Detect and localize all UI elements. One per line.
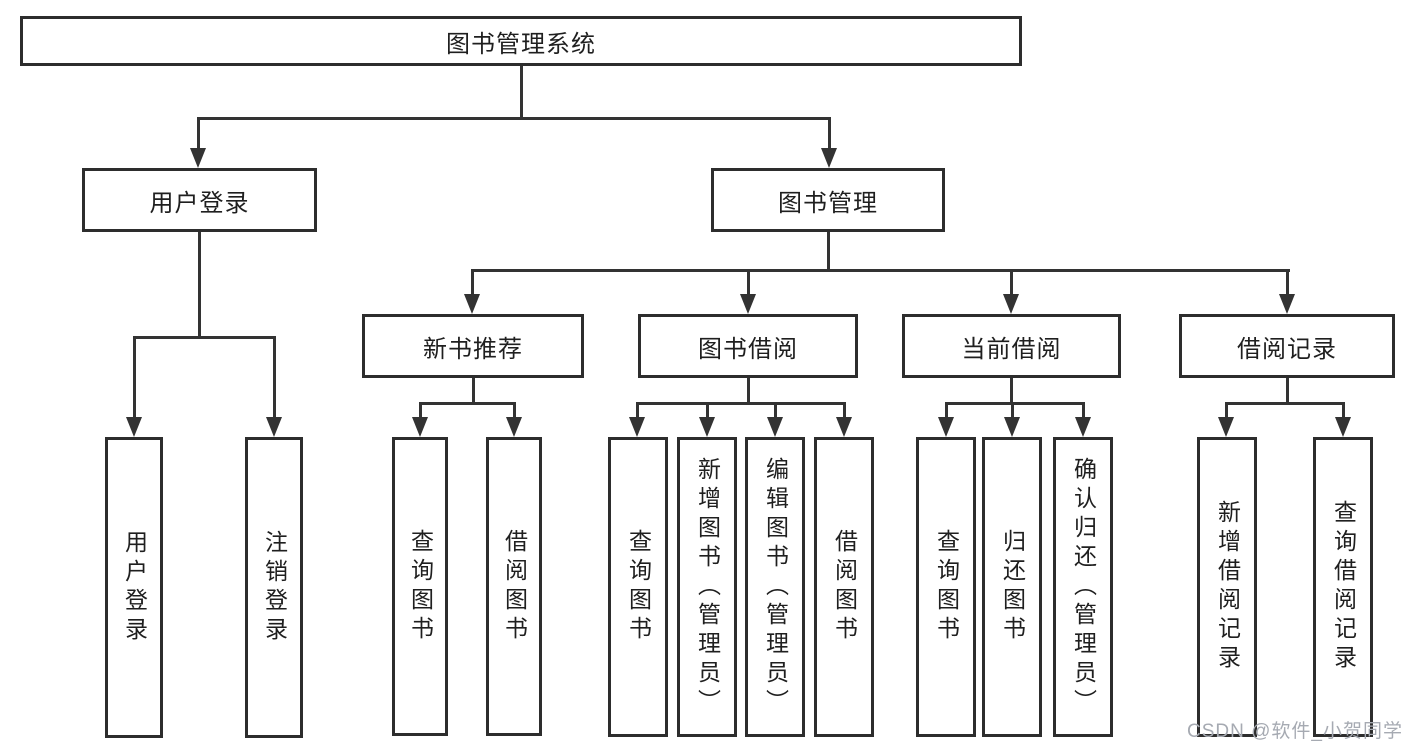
node-leaf-borrow-book: 借阅图书 (814, 437, 874, 737)
connector-line (520, 66, 523, 117)
arrow-down-icon (740, 294, 756, 314)
connector-line (706, 402, 709, 417)
connector-line (1286, 269, 1289, 294)
csdn-watermark: CSDN @软件_小贺同学 (1187, 721, 1403, 742)
arrow-down-icon (126, 417, 142, 437)
node-book-management-label: 图书管理 (778, 189, 878, 217)
arrow-down-icon (190, 148, 206, 168)
node-leaf-edit-book-admin-label: 编辑图书（管理员） (762, 456, 789, 718)
node-current-borrow-label: 当前借阅 (961, 335, 1062, 363)
arrow-down-icon (1003, 294, 1019, 314)
connector-line (774, 402, 777, 417)
node-leaf-add-book-admin: 新增图书（管理员） (677, 437, 737, 737)
node-leaf-query-book-borrow: 查询图书 (608, 437, 668, 737)
connector-line (636, 402, 846, 405)
node-new-book-recommend: 新书推荐 (362, 314, 584, 378)
node-root: 图书管理系统 (20, 16, 1022, 66)
arrow-down-icon (938, 417, 954, 437)
node-leaf-user-login-label: 用户登录 (121, 529, 148, 646)
arrow-down-icon (1335, 417, 1351, 437)
node-book-borrow: 图书借阅 (638, 314, 858, 378)
node-book-borrow-label: 图书借阅 (698, 335, 798, 363)
node-leaf-edit-book-admin: 编辑图书（管理员） (745, 437, 805, 737)
arrow-down-icon (1075, 417, 1091, 437)
node-borrow-record: 借阅记录 (1179, 314, 1395, 378)
connector-line (1342, 402, 1345, 417)
arrow-down-icon (464, 294, 480, 314)
arrow-down-icon (699, 417, 715, 437)
connector-line (747, 269, 750, 294)
arrow-down-icon (836, 417, 852, 437)
connector-line (1225, 402, 1228, 417)
connector-line (1010, 269, 1013, 294)
node-leaf-borrow-book-label: 借阅图书 (831, 529, 858, 645)
connector-line (1082, 402, 1085, 417)
node-leaf-borrow-book-recommend-label: 借阅图书 (501, 528, 528, 645)
node-leaf-logout-label: 注销登录 (261, 529, 288, 646)
node-leaf-logout: 注销登录 (245, 437, 303, 738)
node-book-management: 图书管理 (711, 168, 945, 232)
connector-line (827, 232, 830, 272)
node-leaf-add-borrow-record-label: 新增借阅记录 (1214, 500, 1241, 674)
connector-line (513, 402, 516, 417)
node-leaf-query-book-recommend: 查询图书 (392, 437, 448, 736)
node-leaf-user-login: 用户登录 (105, 437, 163, 738)
node-leaf-confirm-return-admin-label: 确认归还（管理员） (1070, 456, 1097, 718)
node-leaf-query-current-borrow-label: 查询图书 (933, 529, 960, 645)
node-leaf-add-book-admin-label: 新增图书（管理员） (694, 456, 721, 718)
node-user-login-label: 用户登录 (149, 189, 250, 217)
connector-line (747, 378, 750, 405)
node-leaf-query-borrow-record: 查询借阅记录 (1313, 437, 1373, 737)
node-leaf-confirm-return-admin: 确认归还（管理员） (1053, 437, 1113, 737)
connector-line (419, 402, 516, 405)
node-current-borrow: 当前借阅 (902, 314, 1121, 378)
arrow-down-icon (821, 148, 837, 168)
node-borrow-record-label: 借阅记录 (1237, 335, 1337, 363)
arrow-down-icon (506, 417, 522, 437)
node-leaf-return-book: 归还图书 (982, 437, 1042, 737)
node-new-book-recommend-label: 新书推荐 (423, 335, 523, 363)
arrow-down-icon (1004, 417, 1020, 437)
connector-line (419, 402, 422, 417)
connector-line (945, 402, 1085, 405)
connector-line (636, 402, 639, 417)
node-leaf-query-borrow-record-label: 查询借阅记录 (1330, 500, 1357, 674)
connector-line (828, 117, 831, 148)
connector-line (471, 269, 474, 294)
connector-line (273, 336, 276, 417)
arrow-down-icon (1279, 294, 1295, 314)
connector-line (133, 336, 136, 417)
connector-line (1010, 378, 1013, 405)
node-root-label: 图书管理系统 (446, 30, 596, 58)
node-leaf-query-book-recommend-label: 查询图书 (407, 528, 434, 645)
node-leaf-query-current-borrow: 查询图书 (916, 437, 976, 737)
arrow-down-icon (266, 417, 282, 437)
connector-line (471, 269, 1290, 272)
node-leaf-borrow-book-recommend: 借阅图书 (486, 437, 542, 736)
connector-line (945, 402, 948, 417)
arrow-down-icon (629, 417, 645, 437)
node-leaf-return-book-label: 归还图书 (999, 529, 1026, 645)
connector-line (197, 117, 200, 148)
connector-line (198, 232, 201, 336)
node-leaf-query-book-borrow-label: 查询图书 (625, 529, 652, 645)
connector-line (1225, 402, 1345, 405)
connector-line (197, 117, 831, 120)
arrow-down-icon (767, 417, 783, 437)
node-leaf-add-borrow-record: 新增借阅记录 (1197, 437, 1257, 737)
node-user-login: 用户登录 (82, 168, 317, 232)
connector-line (1011, 402, 1014, 417)
connector-line (472, 378, 475, 405)
arrow-down-icon (412, 417, 428, 437)
connector-line (843, 402, 846, 417)
connector-line (133, 336, 276, 339)
connector-line (1286, 378, 1289, 405)
arrow-down-icon (1218, 417, 1234, 437)
